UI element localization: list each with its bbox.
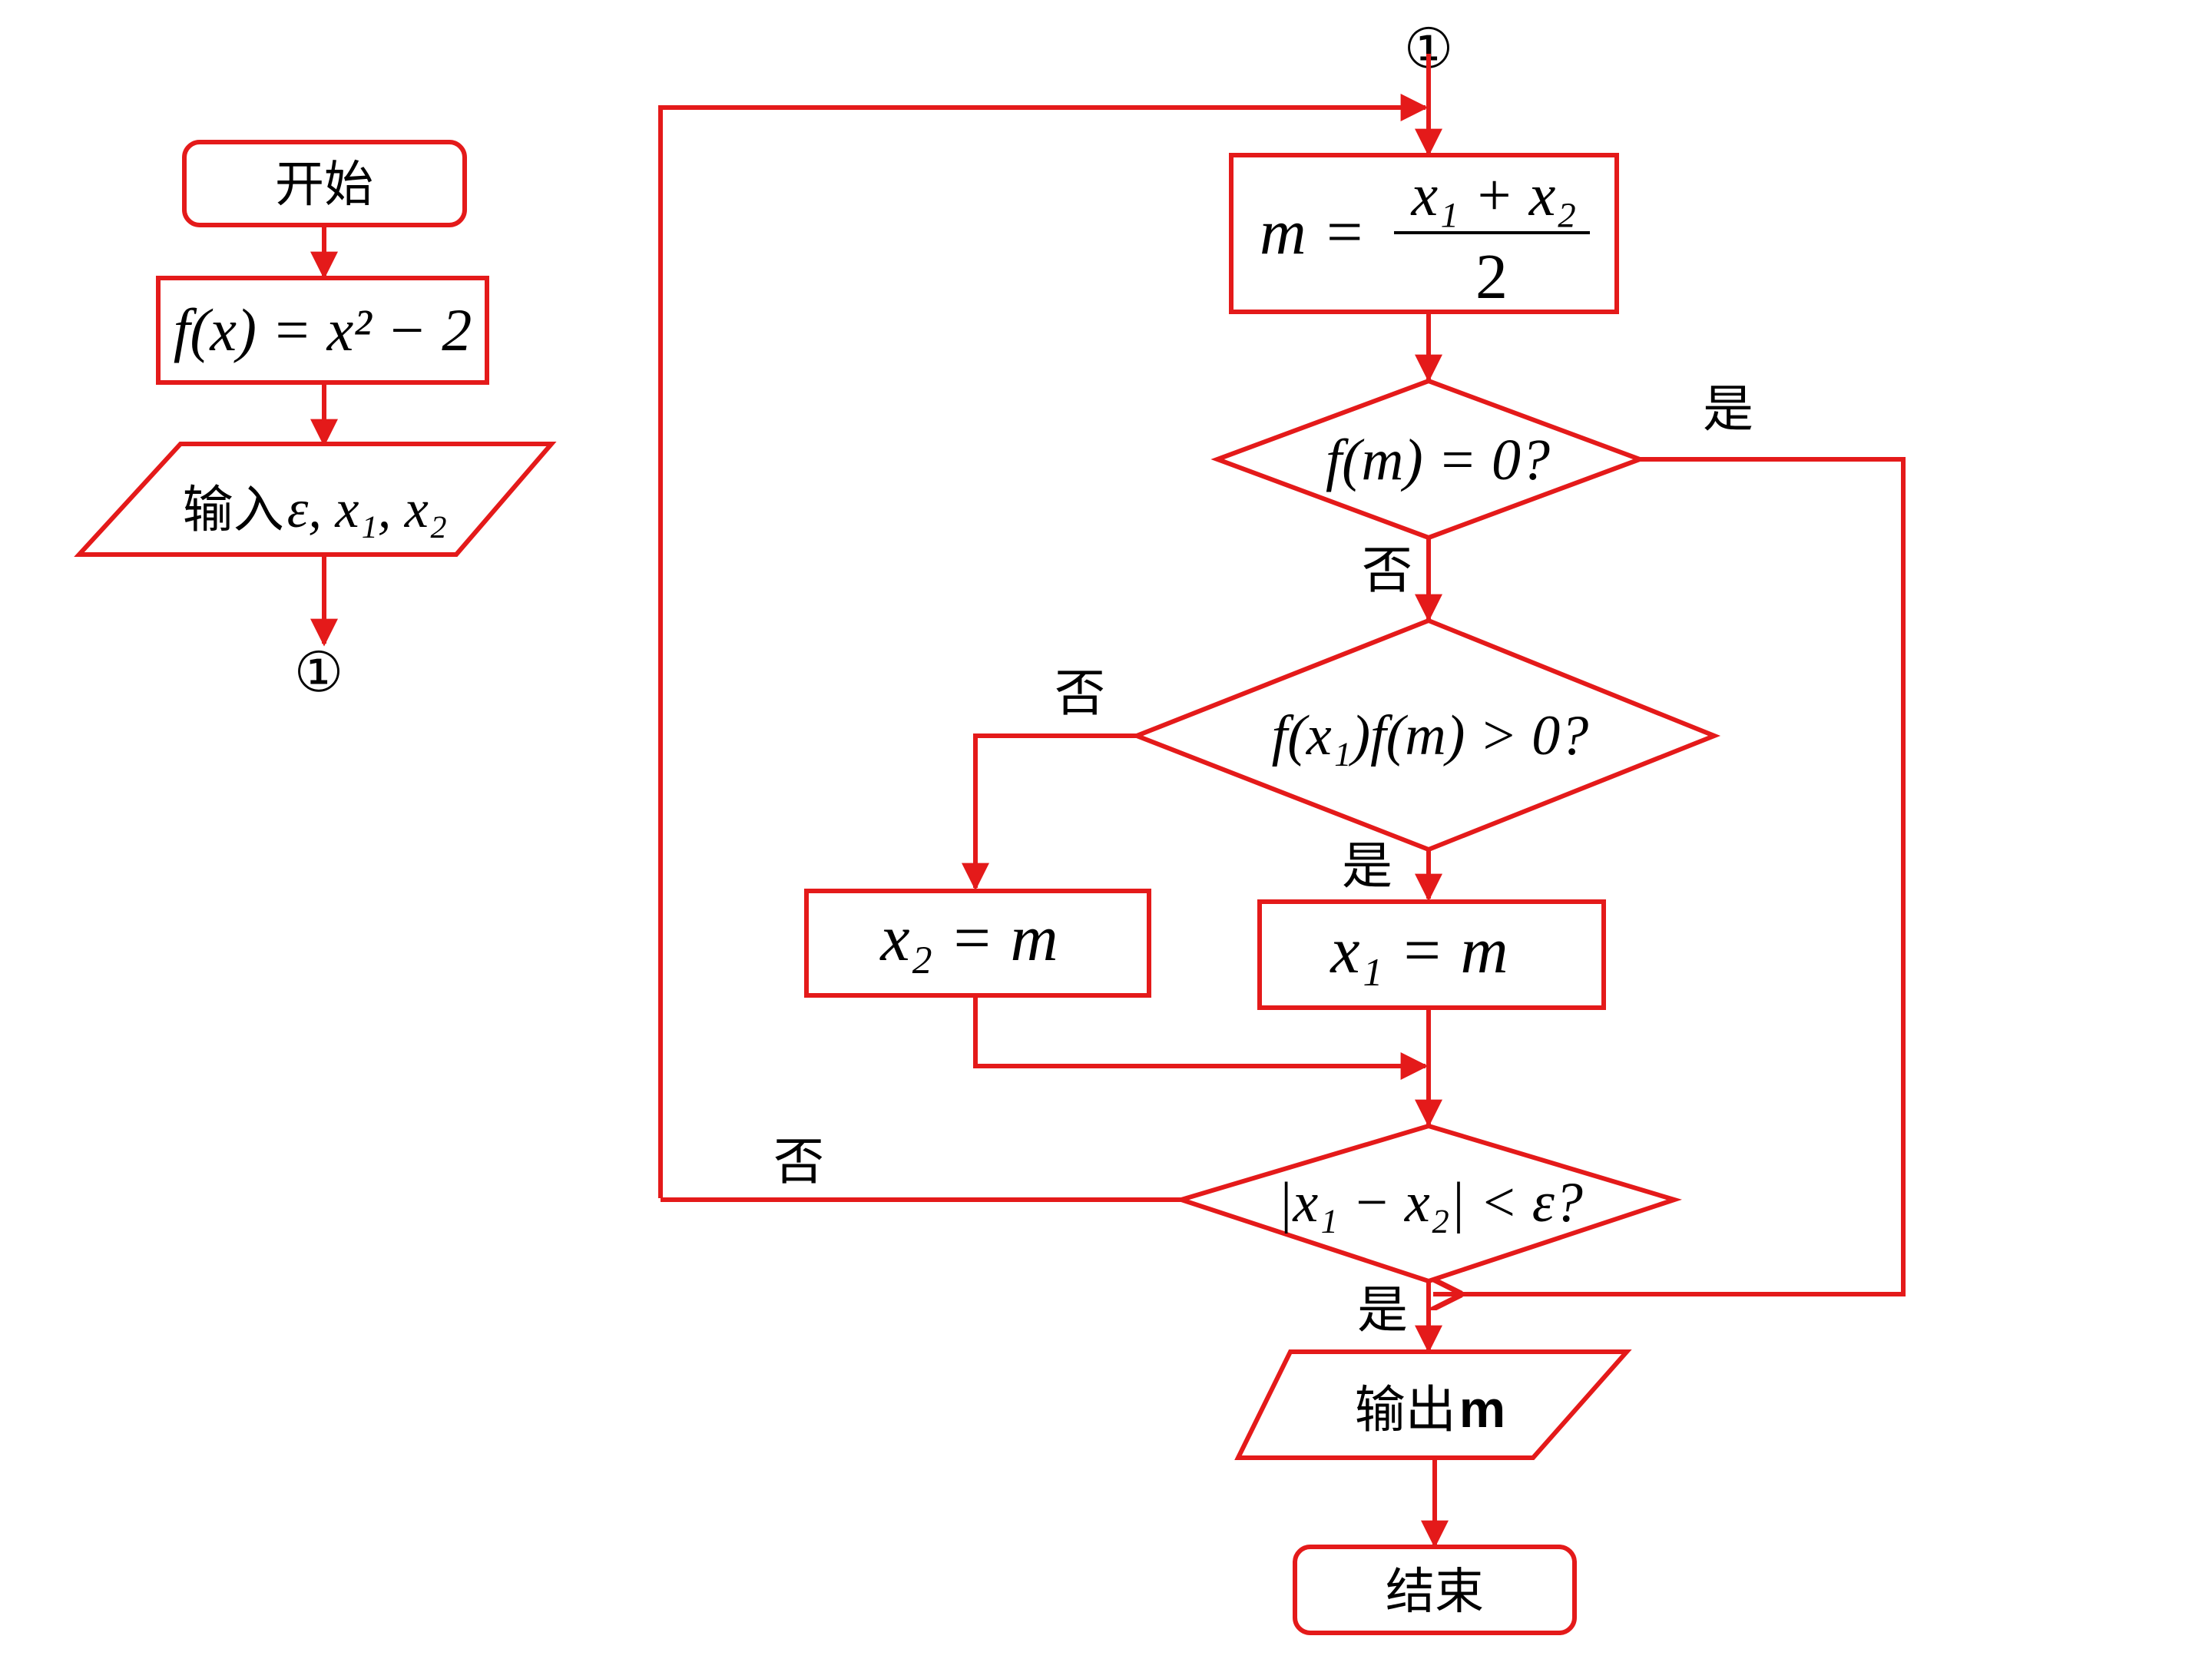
input-parallelogram bbox=[74, 442, 557, 557]
function-definition-label: f(x) = x² − 2 bbox=[174, 296, 472, 363]
end-terminal bbox=[1293, 1545, 1577, 1635]
zero-check-label: f(m) = 0? bbox=[1326, 428, 1550, 492]
output-parallelogram bbox=[1234, 1349, 1632, 1460]
midpoint-denominator: 2 bbox=[1475, 241, 1508, 313]
epsilon-no-label: 否 bbox=[773, 1132, 824, 1191]
input-variables: ε, x₁, x₂ bbox=[287, 480, 447, 539]
output-prefix: 输出 bbox=[1355, 1380, 1456, 1439]
sign-no-path bbox=[962, 733, 1137, 891]
output-variable: m bbox=[1459, 1380, 1505, 1439]
assign-x1-label: x₁ = m bbox=[1329, 913, 1508, 987]
start-label: 开始 bbox=[275, 157, 373, 214]
zero-yes-path bbox=[1433, 457, 1906, 1294]
sign-check-label: f(x₁)f(m) > 0? bbox=[1272, 704, 1589, 767]
assign-x2-box bbox=[804, 889, 1151, 998]
loop-back-top-line bbox=[658, 94, 1429, 1198]
epsilon-yes-label: 是 bbox=[1357, 1280, 1408, 1339]
assign-x2-label: x₂ = m bbox=[879, 901, 1058, 975]
left-connector: ① bbox=[294, 642, 344, 704]
assign-x2-merge-path bbox=[973, 995, 1429, 1080]
midpoint-lhs: m = bbox=[1260, 197, 1366, 268]
sign-yes-label: 是 bbox=[1342, 836, 1392, 896]
function-definition-box bbox=[156, 276, 489, 385]
zero-yes-label: 是 bbox=[1703, 379, 1753, 439]
end-label: 结束 bbox=[1386, 1564, 1484, 1621]
zero-no-label: 否 bbox=[1362, 541, 1412, 600]
sign-no-label: 否 bbox=[1055, 664, 1105, 723]
midpoint-numerator: x₁ + x₂ bbox=[1410, 161, 1576, 228]
output-label: 输出 m bbox=[1355, 1380, 1505, 1439]
epsilon-check-label: |x₁ − x₂| < ε? bbox=[1277, 1171, 1583, 1234]
input-label: 输入 ε, x₁, x₂ bbox=[183, 480, 447, 539]
input-prefix: 输入 bbox=[183, 480, 284, 539]
assign-x1-box bbox=[1257, 899, 1606, 1010]
